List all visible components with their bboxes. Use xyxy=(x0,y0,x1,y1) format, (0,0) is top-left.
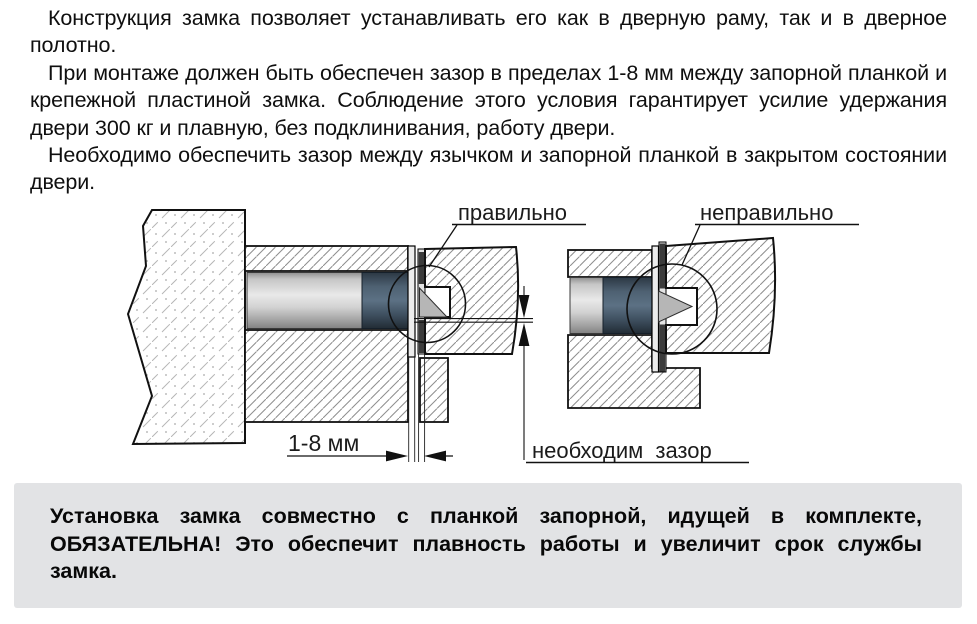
door-leaf-top xyxy=(244,245,409,272)
dim-arrow-down-icon xyxy=(518,295,530,318)
correct-leader-line xyxy=(428,224,458,268)
detail-circle-incorrect xyxy=(626,263,718,355)
lock-faceplate xyxy=(651,245,660,373)
strike-plate-section-top xyxy=(418,252,425,284)
strike-plate-section-bottom xyxy=(659,324,666,372)
callout-incorrect: неправильно xyxy=(681,200,859,266)
dimension-required-gap: необходим зазор xyxy=(518,286,749,464)
correct-label: правильно xyxy=(458,200,567,225)
figure-correct: 1-8 мм необходим зазор правильно xyxy=(126,200,749,464)
door-leaf-bottom xyxy=(244,329,409,423)
door-frame-block xyxy=(424,245,520,355)
latch-tip xyxy=(419,286,449,318)
lock-faceplate xyxy=(407,245,416,358)
intro-text: Конструкция замка позволяет устанавливат… xyxy=(30,5,947,197)
dim-arrow-up-icon xyxy=(518,323,530,346)
detail-circle-correct xyxy=(387,264,467,344)
lock-latch xyxy=(361,272,409,329)
paragraph-construction: Конструкция замка позволяет устанавливат… xyxy=(30,6,947,58)
strike-plate-section-top xyxy=(659,243,666,289)
figure-incorrect: неправильно xyxy=(567,200,859,409)
lock-bolt xyxy=(246,272,363,329)
door-frame-block xyxy=(665,236,777,354)
important-note-text: Установка замка совместно с планкой запо… xyxy=(50,504,922,583)
callout-correct: правильно xyxy=(428,200,586,268)
latch-tip xyxy=(658,290,694,323)
required-gap-label: необходим зазор xyxy=(532,438,712,463)
wall-section xyxy=(126,209,246,446)
incorrect-leader-line xyxy=(681,224,701,266)
important-note-box: Установка замка совместно с планкой запо… xyxy=(14,483,962,608)
gap-lines xyxy=(414,318,533,323)
strike-plate-section-bottom xyxy=(418,320,425,353)
extension-lines xyxy=(408,354,426,462)
dim-arrow-left-icon xyxy=(424,450,446,462)
paragraph-mounting-gap: При монтаже должен быть обеспечен зазор … xyxy=(30,60,947,140)
dim-arrow-right-icon xyxy=(386,450,408,462)
installation-diagram: 1-8 мм необходим зазор правильно xyxy=(126,200,859,464)
paragraph-latch-gap: Необходимо обеспечить зазор между язычко… xyxy=(30,143,947,195)
dimension-1-8mm: 1-8 мм xyxy=(287,430,453,462)
lock-bolt xyxy=(569,277,604,334)
incorrect-label: неправильно xyxy=(700,200,833,225)
door-leaf-top xyxy=(567,249,653,278)
gap-dimension-label: 1-8 мм xyxy=(288,430,359,456)
